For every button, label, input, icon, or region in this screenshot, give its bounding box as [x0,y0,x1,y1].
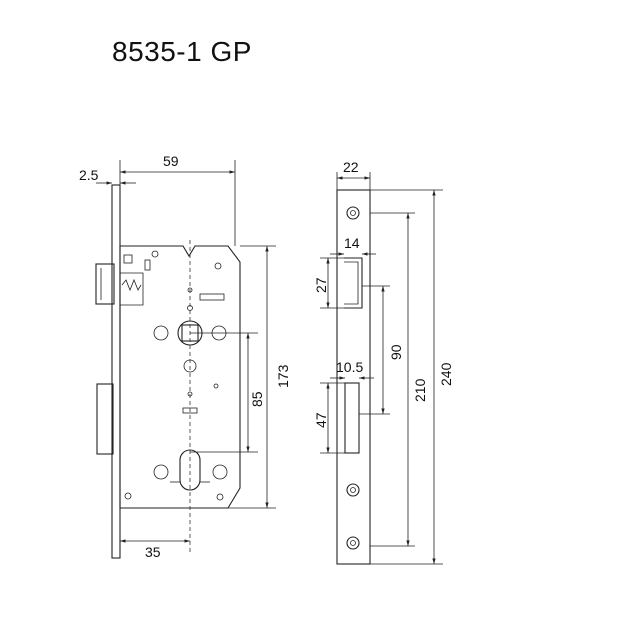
dim-deadbolt-projection: 10.5 [336,359,363,375]
dim-latch-to-bolt: 90 [388,344,404,360]
dim-backset-offset: 2.5 [79,167,99,183]
dim-case-width: 59 [163,153,179,169]
dim-latch-height: 27 [313,277,329,293]
spring-icon [121,278,142,292]
front-faceplate [111,184,121,559]
dim-handle-to-cylinder: 85 [249,391,265,407]
side-view: 22 14 27 10.5 47 90 210 240 [313,159,454,565]
screw-hole-icon [346,536,360,550]
dim-latch-projection: 14 [344,235,360,251]
dim-screw-hole-distance: 210 [412,378,428,402]
dim-faceplate-length: 240 [438,362,454,386]
latch-bolt [95,263,115,305]
screw-icon [214,262,222,270]
screw-hole-icon [346,206,360,220]
dim-case-height: 173 [275,364,291,388]
side-deadbolt [344,382,360,454]
model-title: 8535-1 GP [112,36,252,67]
dead-bolt [96,383,114,455]
screw-icon [216,493,224,501]
screw-icon [151,250,159,258]
cylinder-cutout [179,449,201,491]
dim-deadbolt-height: 47 [313,412,329,428]
dim-backset: 35 [145,544,161,560]
dim-faceplate-width: 22 [343,159,359,175]
lock-case [119,245,241,509]
screw-icon [124,492,132,500]
side-faceplate [336,189,371,565]
front-view: 59 2.5 173 85 35 [79,153,291,560]
screw-hole-icon [346,483,360,497]
side-latch [344,257,363,309]
